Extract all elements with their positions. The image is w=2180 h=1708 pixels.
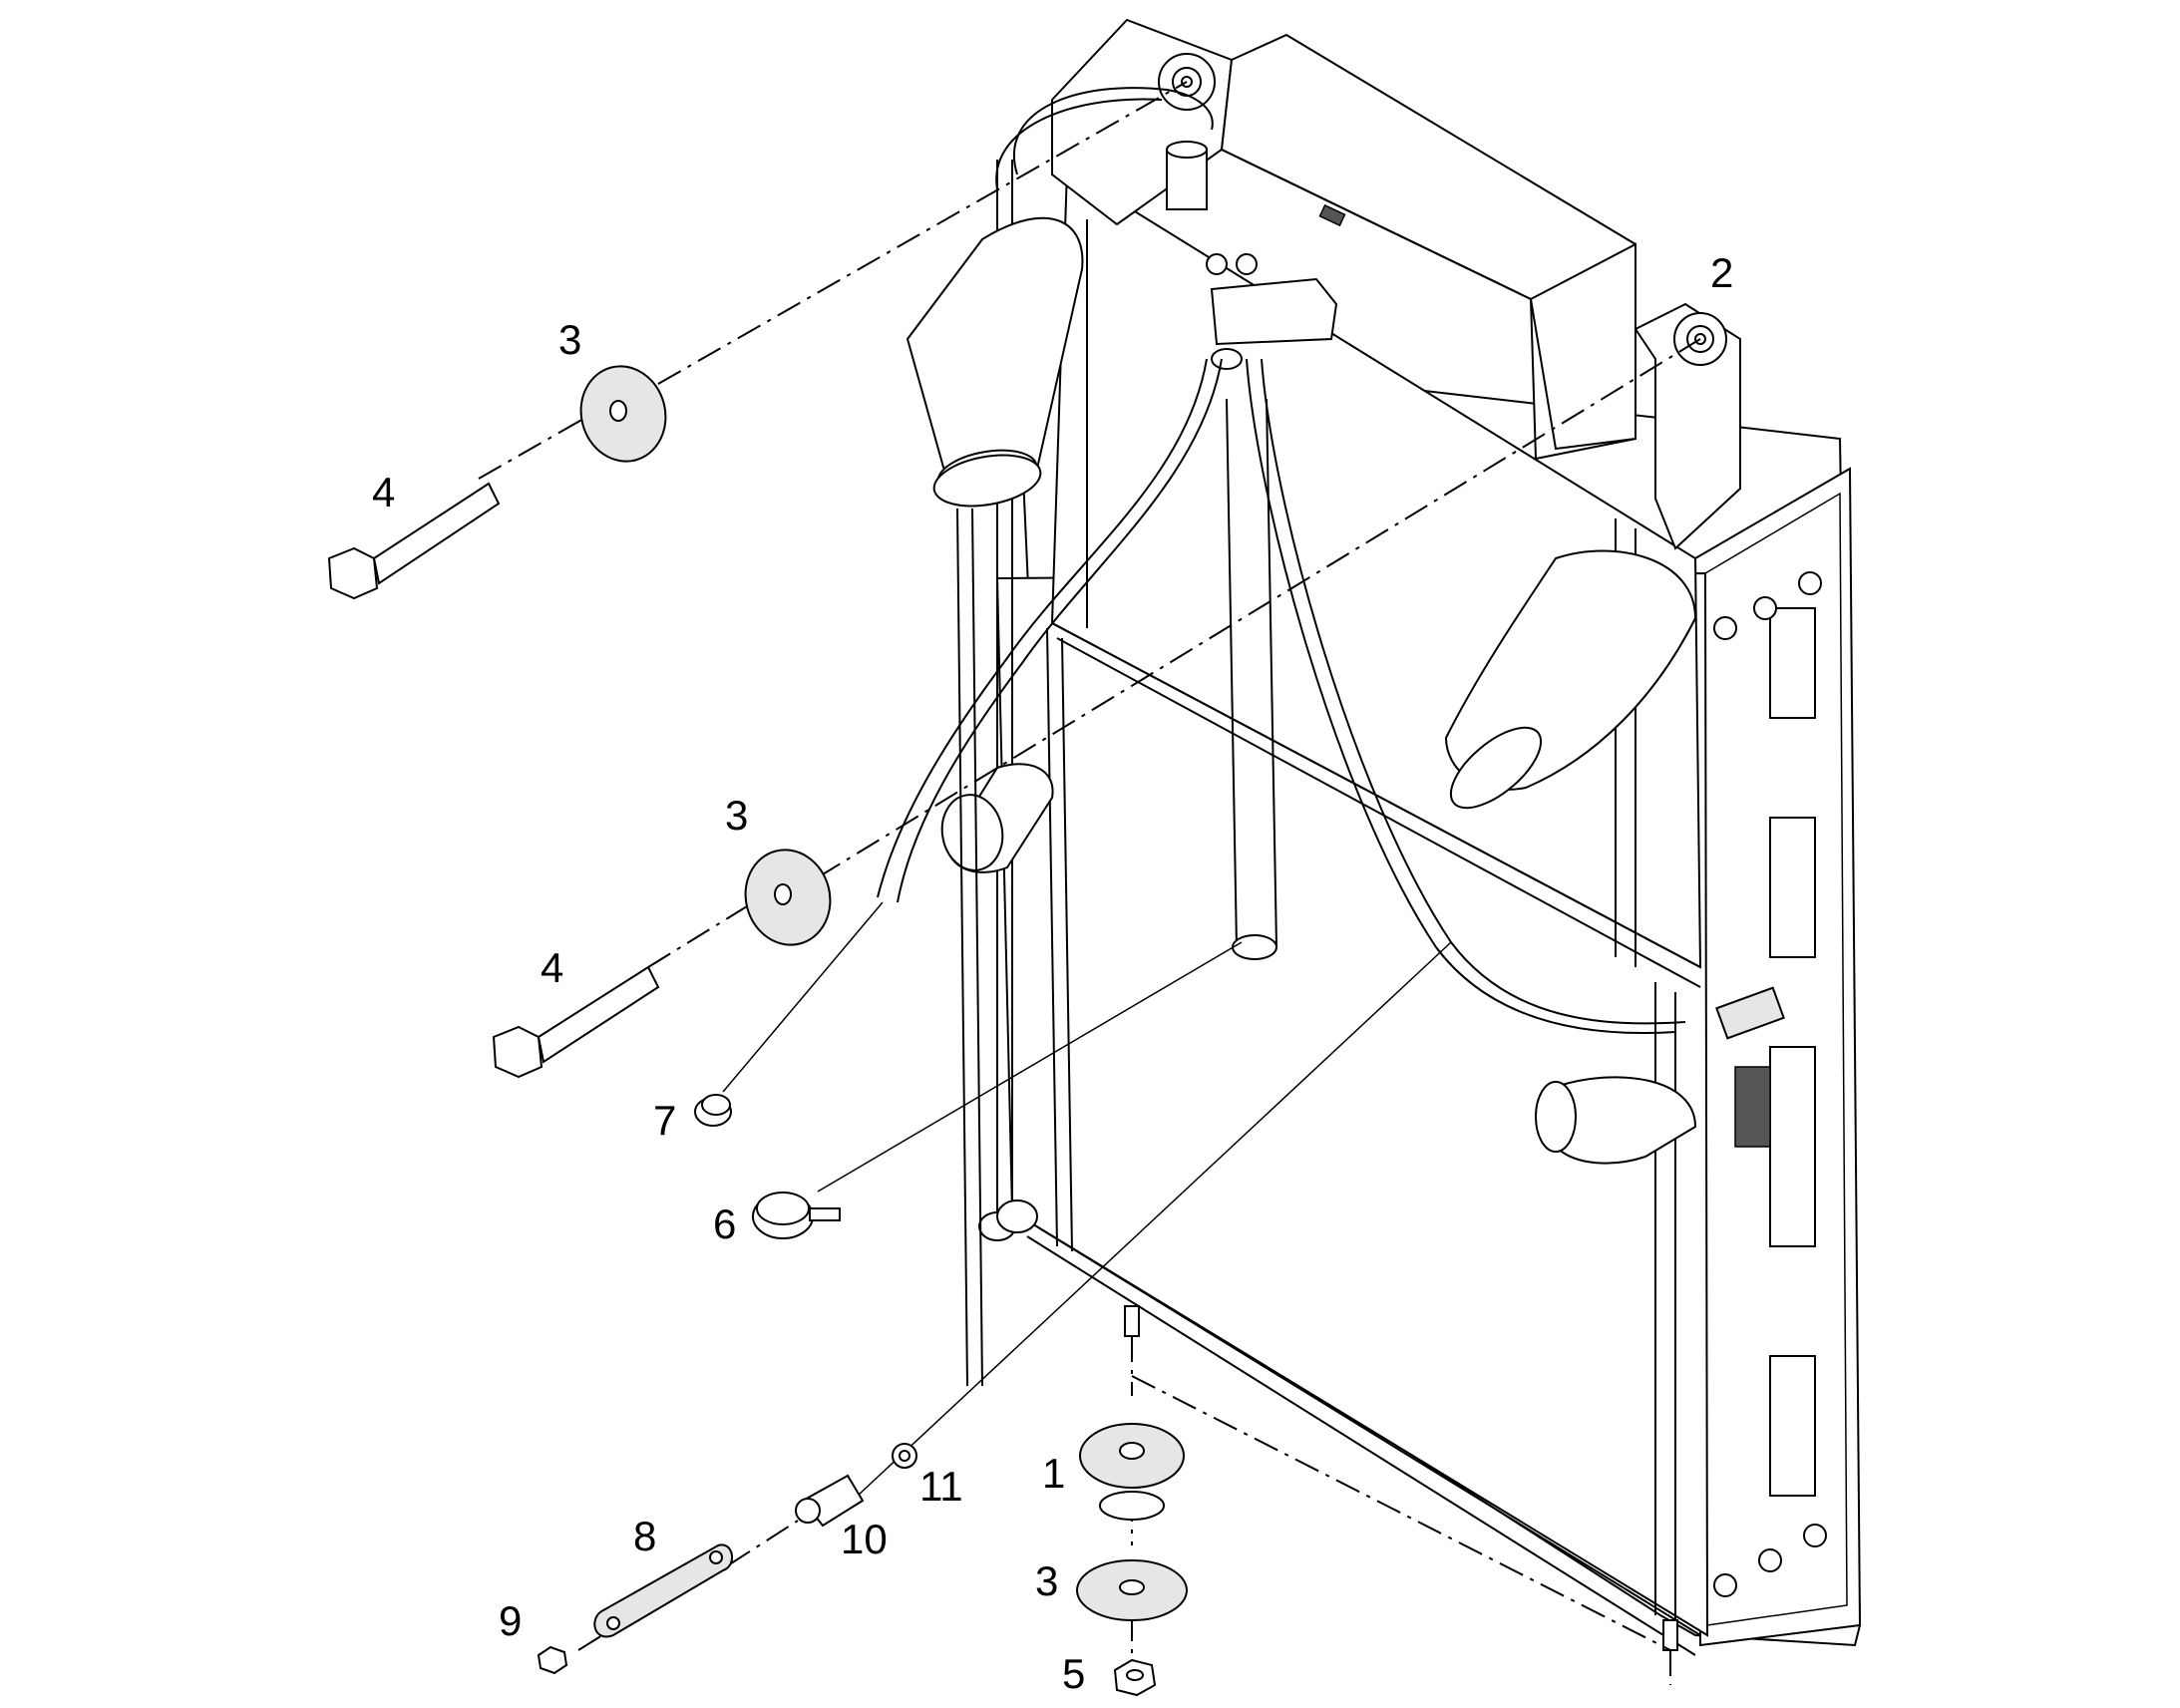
callout-5: 5 [1062,1650,1085,1697]
callout-4-middle: 4 [541,944,563,991]
callout-9: 9 [499,1597,522,1644]
callout-4-upper: 4 [372,469,395,515]
callout-1: 1 [1042,1450,1065,1497]
callout-11: 11 [919,1463,963,1510]
callout-6: 6 [713,1200,736,1247]
callout-3-upper: 3 [558,316,581,363]
callout-3-lower: 3 [1035,1557,1058,1604]
callout-2: 2 [1710,249,1733,296]
part-clamp-large [752,1192,841,1239]
part-bolt-middle [492,965,660,1079]
part-rod [593,1543,733,1638]
part-nut-lower [1113,1658,1157,1697]
leader-lines [722,901,1452,1497]
part-washer-middle [744,849,832,946]
callout-labels: 1 2 3 3 3 4 4 5 6 7 8 9 10 11 [372,249,1733,1697]
part-nut-small [537,1645,568,1675]
part-bracket-clip [795,1474,865,1528]
callout-10: 10 [841,1516,888,1562]
part-washer-upper [579,365,667,463]
part-bolt-upper [327,482,501,600]
part-clamp-small [694,1094,732,1127]
part-screw-small [892,1443,917,1469]
callout-3-middle: 3 [725,792,748,839]
part-washer-lower [1076,1559,1188,1621]
radiator-assembly [877,18,1862,1656]
part-mount-rubber [1079,1423,1185,1521]
callout-8: 8 [633,1513,656,1559]
callout-7: 7 [653,1097,676,1144]
